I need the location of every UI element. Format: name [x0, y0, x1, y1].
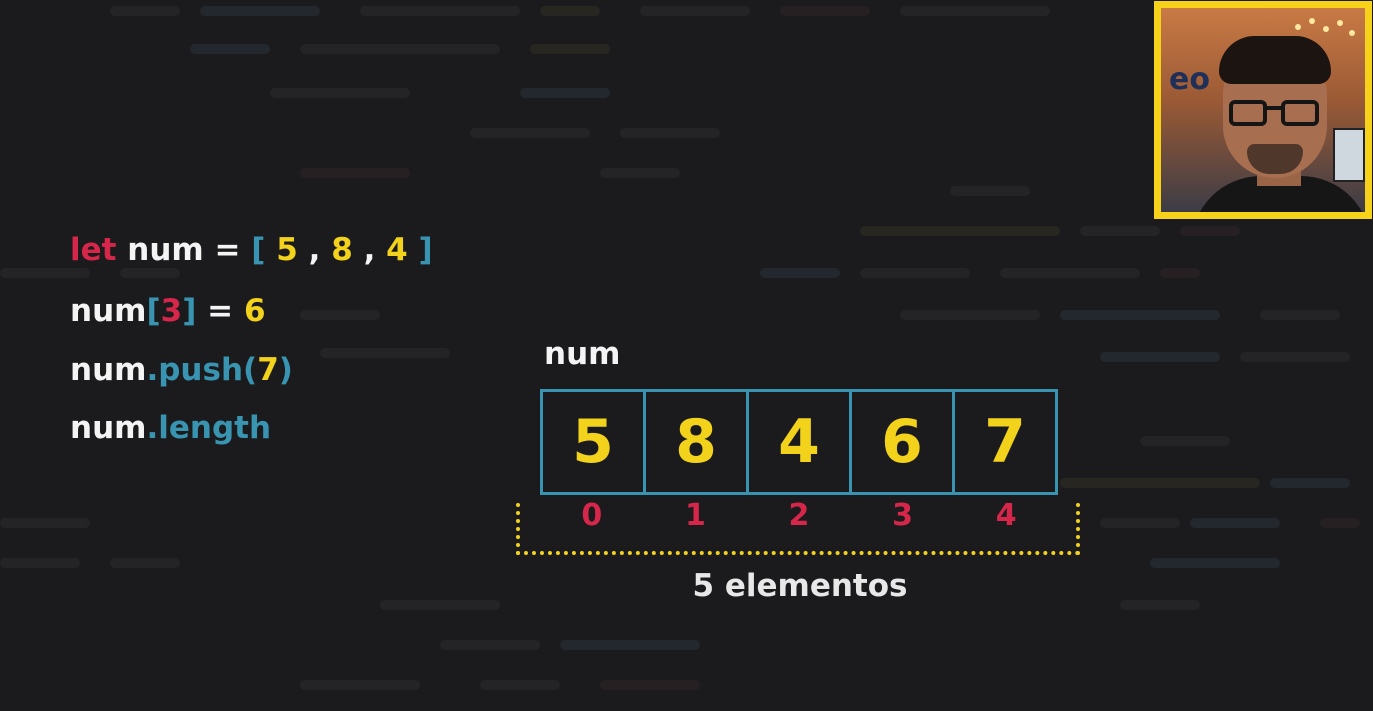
- push-method: .push(: [146, 352, 258, 388]
- array-cell-0: 5: [543, 392, 646, 492]
- array-value-1: 5: [265, 232, 298, 268]
- code-line-length: num.length: [70, 410, 271, 446]
- presenter-webcam: eo: [1154, 1, 1372, 219]
- code-line-declaration: let num = [ 5 , 8 , 4 ]: [70, 232, 433, 268]
- assigned-value: 6: [243, 293, 266, 329]
- array-diagram: 5 8 4 6 7: [540, 389, 1058, 495]
- array-variable-label: num: [544, 336, 621, 372]
- open-bracket: [: [251, 232, 266, 268]
- separator-2: ,: [352, 232, 387, 268]
- push-close-paren: ): [278, 352, 293, 388]
- array-cell-4: 7: [984, 407, 1026, 477]
- length-property: .length: [146, 410, 272, 446]
- index-close-bracket: ]: [182, 293, 197, 329]
- array-cell-3: 6: [852, 392, 955, 492]
- variable-assign: num =: [116, 232, 252, 268]
- array-index-4: 4: [995, 498, 1017, 533]
- element-count-label: 5 elementos: [692, 568, 908, 604]
- separator-1: ,: [297, 232, 332, 268]
- array-value-2: 8: [331, 232, 353, 268]
- let-keyword: let: [70, 232, 117, 268]
- variable-name: num: [70, 352, 147, 388]
- code-line-push: num.push(7): [70, 352, 293, 388]
- array-cell-1: 8: [646, 392, 749, 492]
- string-lights: [1295, 14, 1355, 44]
- background-logo: eo: [1169, 62, 1210, 97]
- length-bracket: [516, 503, 1080, 555]
- array-index-0: 0: [581, 498, 603, 533]
- array-indices: 0 1 2 3 4: [540, 498, 1058, 533]
- variable-name: num: [70, 293, 147, 329]
- assign-operator: =: [196, 293, 244, 329]
- array-cell-2: 4: [749, 392, 852, 492]
- push-argument: 7: [257, 352, 279, 388]
- array-value-3: 4: [386, 232, 408, 268]
- index-value: 3: [160, 293, 183, 329]
- variable-name: num: [70, 410, 147, 446]
- presenter-avatar: [1191, 26, 1365, 212]
- close-bracket: ]: [407, 232, 433, 268]
- index-open-bracket: [: [146, 293, 161, 329]
- array-index-2: 2: [788, 498, 810, 533]
- array-index-3: 3: [892, 498, 914, 533]
- code-line-index-assign: num[3] = 6: [70, 293, 266, 329]
- background-monitor: [1333, 128, 1365, 182]
- array-index-1: 1: [684, 498, 706, 533]
